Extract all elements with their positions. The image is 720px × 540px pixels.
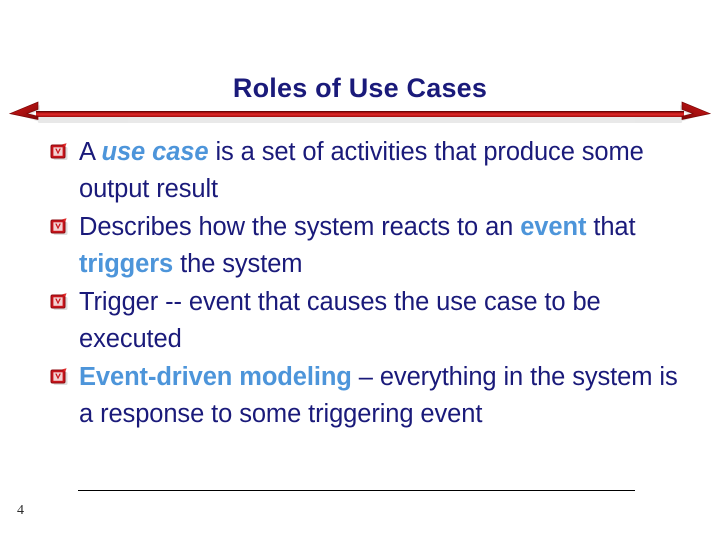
list-item: A use case is a set of activities that p… bbox=[48, 134, 698, 208]
list-item: Event-driven modeling – everything in th… bbox=[48, 359, 698, 433]
list-item-text: A use case is a set of activities that p… bbox=[79, 138, 644, 203]
check-square-icon bbox=[50, 293, 69, 311]
list-item: Describes how the system reacts to an ev… bbox=[48, 209, 698, 283]
list-item: Trigger -- event that causes the use cas… bbox=[48, 284, 698, 358]
double-headed-arrow-divider bbox=[8, 100, 712, 134]
emphasis-event: event bbox=[520, 213, 587, 241]
bullet-list: A use case is a set of activities that p… bbox=[48, 134, 698, 434]
list-item-text: Event-driven modeling – everything in th… bbox=[79, 363, 678, 428]
footer-divider bbox=[78, 490, 635, 491]
emphasis-use-case: use case bbox=[101, 138, 209, 166]
check-square-icon bbox=[50, 218, 69, 236]
emphasis-triggers: triggers bbox=[79, 250, 174, 278]
list-item-text: Trigger -- event that causes the use cas… bbox=[79, 288, 601, 353]
check-square-icon bbox=[50, 143, 69, 161]
check-square-icon bbox=[50, 368, 69, 386]
emphasis-event-driven-modeling: Event-driven modeling bbox=[79, 363, 352, 391]
page-number: 4 bbox=[17, 503, 24, 518]
page-title: Roles of Use Cases bbox=[232, 73, 488, 103]
list-item-text: Describes how the system reacts to an ev… bbox=[79, 213, 636, 278]
double-headed-arrow-icon bbox=[8, 101, 712, 123]
